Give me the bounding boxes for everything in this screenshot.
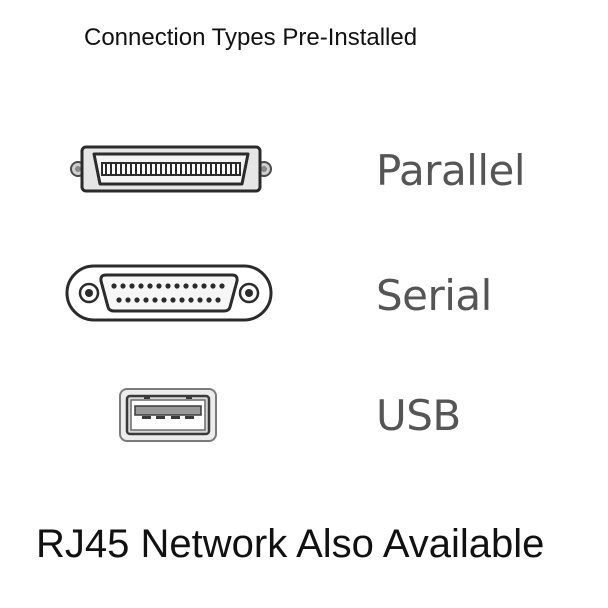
connection-row-serial: Serial [0,249,608,339]
connection-row-parallel: Parallel [0,126,608,216]
connection-label-parallel: Parallel [376,146,526,195]
page-title: Connection Types Pre-Installed [84,24,418,51]
connection-row-usb: USB [0,369,608,459]
serial-port-icon [64,261,274,325]
footer-note: RJ45 Network Also Available [36,522,545,566]
connection-label-serial: Serial [376,271,492,320]
parallel-port-icon [68,134,274,204]
usb-port-icon [118,385,218,445]
connection-label-usb: USB [376,391,461,440]
